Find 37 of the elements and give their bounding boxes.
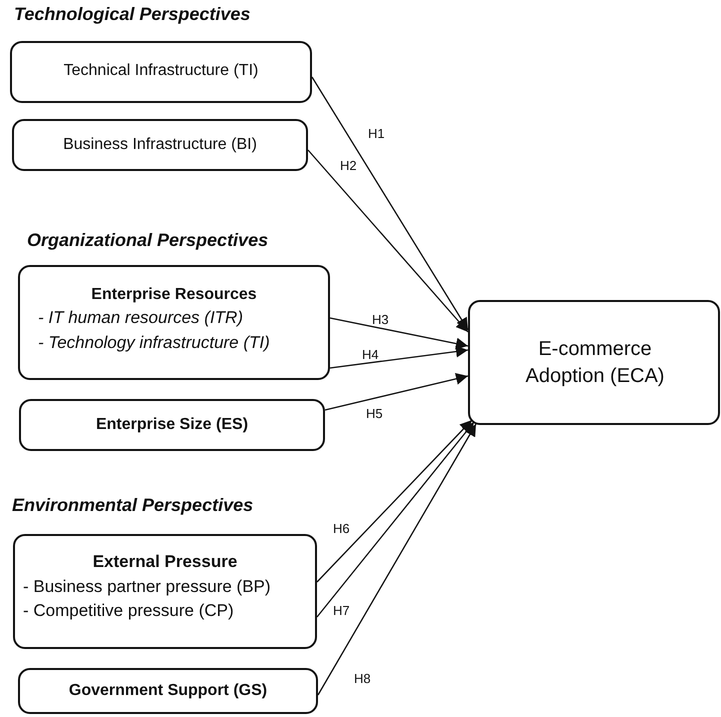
arrow (324, 372, 468, 411)
edge-label: H1 (368, 126, 385, 141)
node-text: - Business partner pressure (BP) (23, 576, 271, 598)
section-heading: Organizational Perspectives (27, 230, 268, 251)
construct-box (13, 534, 317, 649)
node-text: Enterprise Resources (91, 285, 257, 305)
section-heading: Environmental Perspectives (12, 495, 254, 516)
arrow (308, 150, 468, 332)
construct-box (18, 265, 330, 380)
node-text: Business Infrastructure (BI) (63, 135, 257, 156)
edge-label: H7 (333, 603, 350, 618)
arrow (316, 422, 474, 618)
arrow (330, 346, 468, 369)
node-text: - Competitive pressure (CP) (23, 600, 234, 622)
node-text: External Pressure (92, 551, 238, 573)
edge-label: H8 (354, 671, 371, 686)
edge-label: H3 (372, 312, 389, 327)
node-text: Technical Infrastructure (TI) (64, 61, 258, 81)
node-text: - Technology infrastructure (TI) (38, 332, 270, 354)
arrow (311, 76, 469, 330)
arrow (316, 420, 472, 582)
construct-box (18, 668, 318, 714)
node-text: Government Support (GS) (68, 681, 268, 702)
construct-box (10, 41, 312, 103)
edge-label: H2 (340, 158, 357, 173)
edge-label: H6 (333, 521, 350, 536)
outcome-box (468, 300, 720, 425)
edge-label: H4 (362, 347, 379, 362)
arrow (330, 317, 468, 350)
construct-box (12, 119, 308, 171)
node-text: Enterprise Size (ES) (96, 415, 248, 436)
section-heading: Technological Perspectives (14, 4, 250, 25)
edge-label: H5 (366, 406, 383, 421)
construct-box (19, 399, 325, 451)
arrow (317, 424, 477, 696)
node-text: - IT human resources (ITR) (38, 307, 243, 330)
node-text: E-commerce Adoption (ECA) (524, 336, 666, 388)
